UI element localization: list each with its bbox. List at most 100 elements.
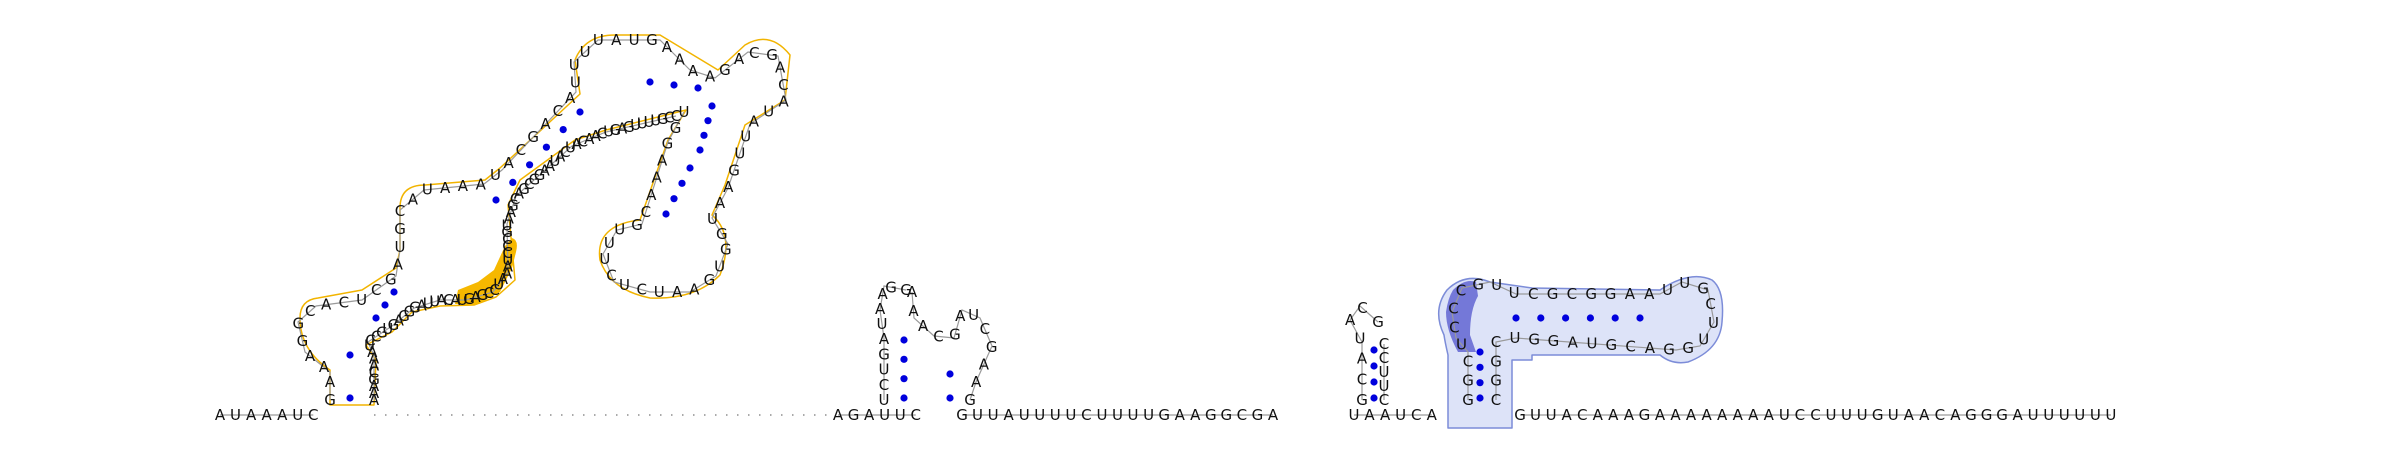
- nucleotide: U: [630, 116, 641, 134]
- nucleotide: A: [2012, 406, 2023, 424]
- nucleotide: C: [560, 143, 570, 161]
- nucleotide: A: [540, 161, 551, 179]
- nucleotide: A: [416, 297, 427, 315]
- nucleotide: U: [593, 31, 604, 49]
- base-pairs: [346, 78, 1644, 402]
- nucleotide: G: [964, 391, 976, 409]
- nucleotide: U: [877, 315, 888, 333]
- nucleotide: C: [1810, 406, 1820, 424]
- nucleotide: G: [1158, 406, 1170, 424]
- nucleotide: U: [230, 406, 241, 424]
- nucleotide: A: [1175, 406, 1186, 424]
- nucleotide: A: [715, 194, 726, 212]
- nucleotide: U: [1379, 377, 1390, 395]
- nucleotide: C: [484, 284, 494, 302]
- nucleotide: A: [584, 130, 595, 148]
- nucleotide: A: [369, 350, 380, 368]
- nucleotide: U: [429, 293, 440, 311]
- nucleotide: G: [404, 303, 416, 321]
- nucleotide: C: [553, 102, 563, 120]
- nucleotide: U: [879, 361, 890, 379]
- nucleotide: A: [408, 190, 419, 208]
- nucleotide: G: [385, 271, 397, 289]
- base-pair: [390, 288, 398, 296]
- base-pair: [1586, 314, 1594, 322]
- base-pair: [1611, 314, 1619, 322]
- nucleotide: C: [510, 190, 520, 208]
- nucleotide: U: [1587, 335, 1598, 353]
- nucleotide: A: [277, 406, 288, 424]
- nucleotide: A: [393, 256, 404, 274]
- nucleotide: A: [1004, 406, 1015, 424]
- nucleotide: U: [707, 210, 718, 228]
- nucleotide: C: [395, 202, 405, 220]
- nucleotide: G: [388, 316, 400, 334]
- nucleotide: A: [1562, 406, 1573, 424]
- nucleotide: A: [440, 179, 451, 197]
- nucleotide: A: [1748, 406, 1759, 424]
- nucleotide: C: [879, 376, 889, 394]
- nucleotide: U: [619, 276, 630, 294]
- nucleotide: U: [2105, 406, 2116, 424]
- nucleotide: G: [1965, 406, 1977, 424]
- blue-region-outline: [1438, 275, 1724, 429]
- nucleotide: A: [503, 258, 514, 276]
- nucleotide: A: [1701, 406, 1712, 424]
- nucleotide: C: [778, 76, 788, 94]
- nucleotide: A: [674, 51, 685, 69]
- nucleotide: A: [470, 288, 481, 306]
- nucleotide: A: [979, 355, 990, 373]
- nucleotide: G: [704, 271, 716, 289]
- nucleotide: U: [1509, 329, 1520, 347]
- base-pair: [1537, 314, 1545, 322]
- nucleotide: U: [292, 406, 303, 424]
- nucleotide: U: [599, 250, 610, 268]
- nucleotide: A: [1733, 406, 1744, 424]
- nucleotide: A: [305, 347, 316, 365]
- nucleotide: A: [1568, 333, 1579, 351]
- nucleotide: U: [502, 216, 513, 234]
- nucleotide: G: [324, 391, 336, 409]
- nucleotide: U: [1128, 406, 1139, 424]
- nucleotide: G: [1682, 339, 1694, 357]
- nucleotide: A: [1919, 406, 1930, 424]
- nucleotide: A: [652, 169, 663, 187]
- nucleotide: U: [679, 103, 690, 121]
- nucleotide: A: [215, 406, 226, 424]
- nucleotide: U: [1096, 406, 1107, 424]
- nucleotide: G: [1528, 330, 1540, 348]
- nucleotide: G: [1547, 285, 1559, 303]
- orange-strand-1-backbone: [297, 39, 787, 400]
- nucleotide: G: [1356, 391, 1368, 409]
- nucleotide: C: [1463, 352, 1473, 370]
- nucleotide: A: [498, 270, 509, 288]
- nucleotide: A: [1644, 285, 1655, 303]
- nucleotide: U: [423, 295, 434, 313]
- nucleotide: A: [1717, 406, 1728, 424]
- base-pair: [1476, 379, 1484, 387]
- nucleotide: A: [369, 391, 380, 409]
- nucleotide: C: [1357, 370, 1367, 388]
- nucleotide: C: [933, 327, 943, 345]
- nucleotide: G: [1605, 336, 1617, 354]
- nucleotide: G: [1548, 332, 1560, 350]
- nucleotide: A: [1686, 406, 1697, 424]
- nucleotide: A: [734, 50, 745, 68]
- nucleotide: G: [657, 110, 669, 128]
- nucleotide: G: [956, 406, 968, 424]
- nucleotide: G: [463, 290, 475, 308]
- nucleotide: C: [1081, 406, 1091, 424]
- nucleotide: G: [848, 406, 860, 424]
- nucleotide: U: [740, 127, 751, 145]
- base-pair: [1370, 362, 1378, 370]
- hairpin-b-5p-backbone: [1349, 305, 1379, 400]
- blue-strand-backbone: [1451, 281, 1715, 400]
- nucleotide: U: [1662, 281, 1673, 299]
- base-pair: [670, 195, 678, 203]
- nucleotide: U: [637, 115, 648, 133]
- base-pair: [492, 196, 500, 204]
- nucleotide: G: [527, 128, 539, 146]
- nucleotide: A: [864, 406, 875, 424]
- nucleotide: U: [550, 152, 561, 170]
